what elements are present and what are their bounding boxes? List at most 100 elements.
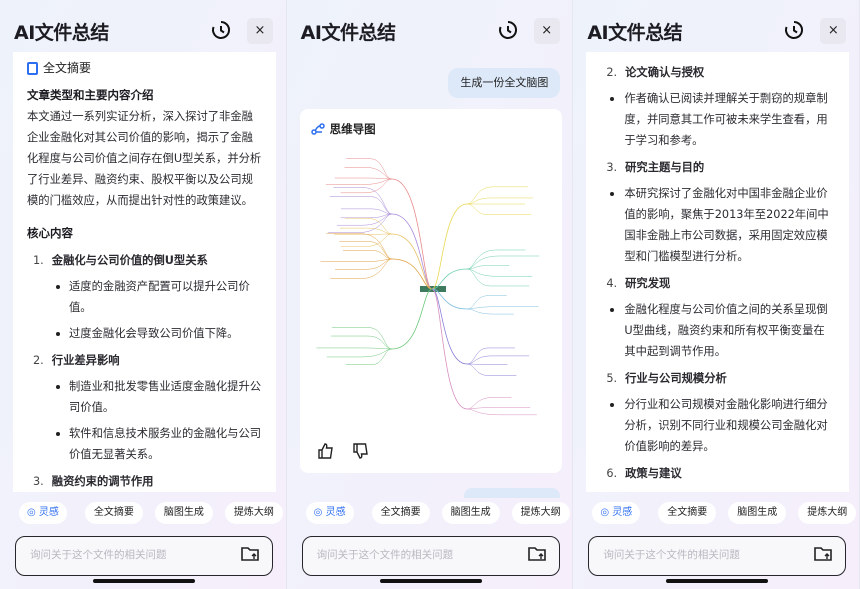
chip-outline[interactable]: 提炼大纲	[798, 502, 857, 524]
mind-map-branch	[431, 288, 467, 310]
mindmap-title: 思维导图	[329, 122, 376, 136]
mind-map-branch	[391, 288, 432, 350]
quick-actions: ◎ 灵感全文摘要脑图生成提炼大纲	[592, 502, 857, 524]
chip-outline[interactable]: 提炼大纲	[224, 502, 283, 524]
close-button[interactable]: ×	[820, 18, 847, 44]
history-clock-icon[interactable]	[498, 20, 518, 40]
mind-map-leaf	[339, 241, 392, 260]
mind-map-leaf	[331, 327, 392, 350]
mind-map-leaf	[329, 196, 392, 215]
bullet-item: 作者确认已阅读并理解关于剽窃的规章制度，并同意其工作可被未来学生查看，用于学习和…	[600, 88, 835, 151]
chip-label: 灵感	[612, 507, 633, 518]
chip-label: 灵感	[38, 507, 59, 518]
mind-map-leaf	[466, 265, 509, 270]
mind-map-leaf	[330, 335, 392, 350]
list-title: 行业与公司规模分析	[625, 372, 727, 385]
folder-upload-icon[interactable]	[527, 546, 546, 562]
list-item-title: 2.行业差异影响	[27, 350, 262, 371]
bullet-item: 分行业和公司规模对金融化影响进行细分分析，识别不同行业和规模公司金融化对价值影响…	[600, 394, 835, 457]
mind-map-leaf	[466, 363, 517, 376]
mind-map-leaf	[466, 355, 529, 365]
close-button[interactable]: ×	[533, 18, 560, 44]
chip-inspiration[interactable]: ◎ 灵感	[305, 502, 354, 524]
list-number: 1.	[33, 254, 44, 267]
list-title: 行业差异影响	[51, 354, 120, 367]
list-item-title: 4.研究发现	[600, 273, 835, 294]
chip-summary[interactable]: 全文摘要	[371, 502, 430, 524]
folder-upload-icon[interactable]	[241, 546, 259, 562]
mind-map-leaf	[466, 255, 539, 270]
quick-actions: ◎ 灵感全文摘要脑图生成提炼大纲	[305, 502, 570, 524]
bullet-item: 适度的金融资产配置可以提升公司价值。	[27, 276, 262, 318]
mind-map-leaf	[340, 178, 392, 194]
question-input[interactable]: 询问关于这个文件的相关问题	[588, 536, 847, 576]
mind-map-leaf	[344, 217, 392, 235]
input-placeholder: 询问关于这个文件的相关问题	[316, 549, 454, 561]
home-indicator	[93, 579, 195, 583]
mind-map-branch	[391, 178, 433, 290]
mind-map-leaf	[345, 158, 392, 180]
mind-map-branch	[431, 288, 467, 365]
document-icon	[27, 62, 38, 75]
mind-map-leaf	[466, 407, 530, 410]
mind-map-leaf	[334, 177, 392, 180]
mind-map-leaf	[336, 213, 392, 226]
mind-map-leaf	[466, 203, 531, 216]
chip-summary[interactable]: 全文摘要	[84, 502, 143, 524]
summary-card: 全文摘要 文章类型和主要内容介绍 本文通过一系列实证分析，深入探讨了非金融企业金…	[13, 52, 276, 492]
chip-mindmap[interactable]: 脑图生成	[154, 502, 213, 524]
mind-map-leaf	[466, 295, 507, 310]
mind-map-leaf	[466, 363, 508, 365]
app-title: AI文件总结	[300, 22, 396, 44]
mind-map-branch	[431, 288, 467, 410]
lightbulb-location-icon: ◎	[313, 507, 323, 518]
intro-text: 本文通过一系列实证分析，深入探讨了非金融企业金融化对其公司价值的影响，揭示了金融…	[27, 110, 262, 207]
quick-actions: ◎ 灵感全文摘要脑图生成提炼大纲	[19, 502, 283, 524]
app-title: AI文件总结	[587, 22, 683, 44]
chip-inspiration[interactable]: ◎ 灵感	[19, 502, 67, 524]
mind-map-leaf	[466, 268, 529, 287]
intro-heading: 文章类型和主要内容介绍	[27, 88, 154, 102]
mind-map-leaf	[327, 213, 392, 233]
mind-map-leaf	[325, 178, 392, 185]
mind-map-leaf	[340, 233, 392, 247]
question-input[interactable]: 询问关于这个文件的相关问题	[15, 536, 273, 576]
mind-map-image[interactable]	[300, 139, 562, 439]
list-item-title: 3.融资约束的调节作用	[27, 471, 262, 492]
bullet-item: 过度金融化会导致公司价值下降。	[27, 323, 262, 344]
list-number: 3.	[606, 161, 618, 174]
bullet-item: 金融化程度与公司价值之间的关系呈现倒U型曲线，融资约束和所有权平衡变量在其中起到…	[600, 299, 835, 362]
mind-map-leaf	[326, 348, 392, 358]
thumbs-down-icon[interactable]	[352, 443, 369, 459]
question-input[interactable]: 询问关于这个文件的相关问题	[301, 536, 560, 576]
history-clock-icon[interactable]	[784, 20, 804, 40]
mind-map-leaf	[466, 268, 532, 277]
mind-map-leaf	[466, 306, 539, 310]
outline-card: 2.论文确认与授权作者确认已阅读并理解关于剽窃的规章制度，并同意其工作可被未来学…	[586, 52, 850, 492]
bullet-item: 软件和信息技术服务业的金融化与公司价值无显著关系。	[27, 423, 262, 465]
bullet-item: 制造业和批发零售业适度金融化提升公司价值。	[27, 376, 262, 418]
input-placeholder: 询问关于这个文件的相关问题	[30, 549, 167, 561]
chip-mindmap[interactable]: 脑图生成	[441, 502, 500, 524]
list-title: 论文确认与授权	[625, 66, 705, 79]
panel-outline: AI文件总结 × 2.论文确认与授权作者确认已阅读并理解关于剽窃的规章制度，并同…	[573, 0, 860, 589]
chip-summary[interactable]: 全文摘要	[658, 502, 717, 524]
mind-map-leaf	[466, 408, 537, 416]
folder-upload-icon[interactable]	[814, 546, 833, 562]
history-clock-icon[interactable]	[211, 20, 231, 40]
list-title: 金融化与公司价值的倒U型关系	[51, 254, 208, 267]
chip-mindmap[interactable]: 脑图生成	[728, 502, 787, 524]
mind-map-leaf	[334, 258, 392, 270]
user-message: 生成一份全文脑图	[448, 68, 561, 98]
close-button[interactable]: ×	[247, 18, 273, 44]
list-item-title: 1. 金融化与公司价值的倒U型关系	[27, 250, 262, 271]
mind-map-leaf	[333, 187, 392, 215]
mind-map-leaf	[344, 167, 392, 180]
list-title: 研究发现	[625, 277, 671, 290]
thumbs-up-icon[interactable]	[317, 443, 334, 459]
chip-inspiration[interactable]: ◎ 灵感	[592, 502, 641, 524]
chip-outline[interactable]: 提炼大纲	[511, 502, 570, 524]
mind-map-branch	[391, 233, 432, 290]
mind-map-leaf	[466, 249, 526, 270]
list-item-title: 5.行业与公司规模分析	[600, 368, 835, 389]
